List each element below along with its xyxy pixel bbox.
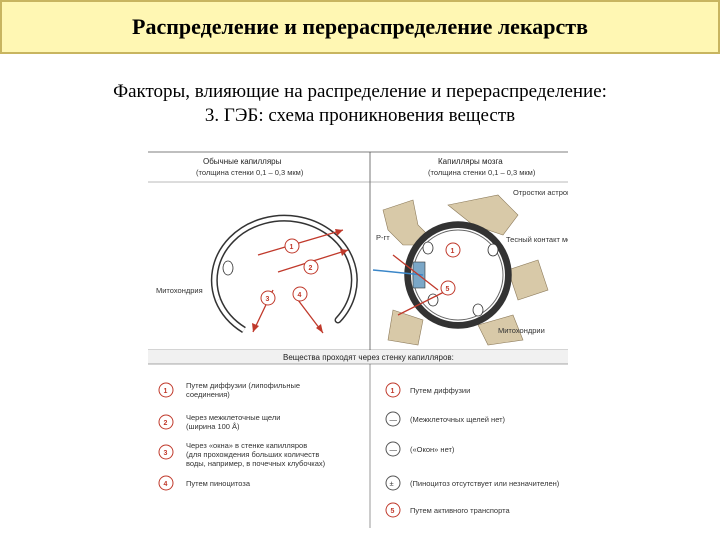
label-astrocytes: Отростки астроцитов [513,188,568,197]
subtitle-line2: 3. ГЭБ: схема проникновения веществ [204,105,516,126]
legend-left-text-1a: Путем диффузии (липофильные [186,381,300,390]
marker-right-5: 5 [446,286,450,293]
ordinary-capillary: 1 2 3 4 Митохондрия [156,214,358,334]
label-tight-contact: Тесный контакт между клетками эндотелия [506,235,568,244]
right-header: Капилляры мозга [438,157,503,166]
legend-left-text-4a: Путем пиноцитоза [186,479,251,488]
marker-right-1: 1 [451,248,455,255]
legend-section-header: Вещества проходят через стенку капилляро… [283,353,454,362]
marker-4: 4 [298,292,302,299]
mitochondrion-left [222,260,234,276]
marker-3: 3 [266,296,270,303]
label-pgp: P-гт [376,233,390,242]
legend-left-text-3a: Через «окна» в стенке капилляров [186,441,307,450]
marker-1: 1 [290,244,294,251]
label-mitochondria-right: Митохондрии [498,326,545,335]
arrow-diffusion [392,254,439,291]
arrow-1 [257,229,344,256]
page-title: Распределение и перераспределение лекарс… [132,14,588,39]
legend-right-text-3: («Окон» нет) [410,445,455,454]
legend-left-text-2a: Через межклеточные щели [186,413,280,422]
arrow-active [397,289,449,316]
legend-left-text-3b: (для прохождения больших количеств [186,450,319,459]
left-legend: 1 Путем диффузии (липофильные соединения… [158,381,326,491]
legend-left-text-1b: соединения) [186,390,230,399]
legend-right-text-5: Путем активного транспорта [410,506,510,515]
legend-right-sym-1: 1 [391,388,395,395]
subtitle-line1: Факторы, влияющие на распределение и пер… [113,81,607,102]
title-banner: Распределение и перераспределение лекарс… [0,0,720,54]
legend-left-num-4: 4 [164,481,168,488]
label-mitochondria-left: Митохондрия [156,286,203,295]
legend-right-text-1: Путем диффузии [410,386,470,395]
right-subheader: (толщина стенки 0,1 – 0,3 мкм) [428,168,536,177]
arrow-pgp [372,269,424,276]
legend-left-num-3: 3 [164,450,168,457]
marker-2: 2 [309,265,313,272]
right-legend: 1 Путем диффузии — (Межклеточных щелей н… [385,382,560,518]
bbb-diagram: Обычные капилляры (толщина стенки 0,1 – … [148,151,568,528]
left-header: Обычные капилляры [203,157,282,166]
legend-left-text-2b: (ширина 100 Å) [186,422,240,431]
legend-right-sym-3: — [390,445,398,454]
legend-left-num-1: 1 [164,388,168,395]
legend-right-sym-2: — [390,415,398,424]
left-subheader: (толщина стенки 0,1 – 0,3 мкм) [196,168,304,177]
legend-right-sym-4: ± [390,479,394,488]
legend-right-text-2: (Межклеточных щелей нет) [410,415,506,424]
legend-right-sym-5: 5 [391,508,395,515]
brain-capillary: 1 5 P-гт Отростки астроцитов Тесный конт… [372,188,568,346]
legend-left-text-3c: воды, например, в почечных клубочках) [186,459,326,468]
legend-left-num-2: 2 [164,420,168,427]
legend-right-text-4: (Пиноцитоз отсутствует или незначителен) [410,479,560,488]
